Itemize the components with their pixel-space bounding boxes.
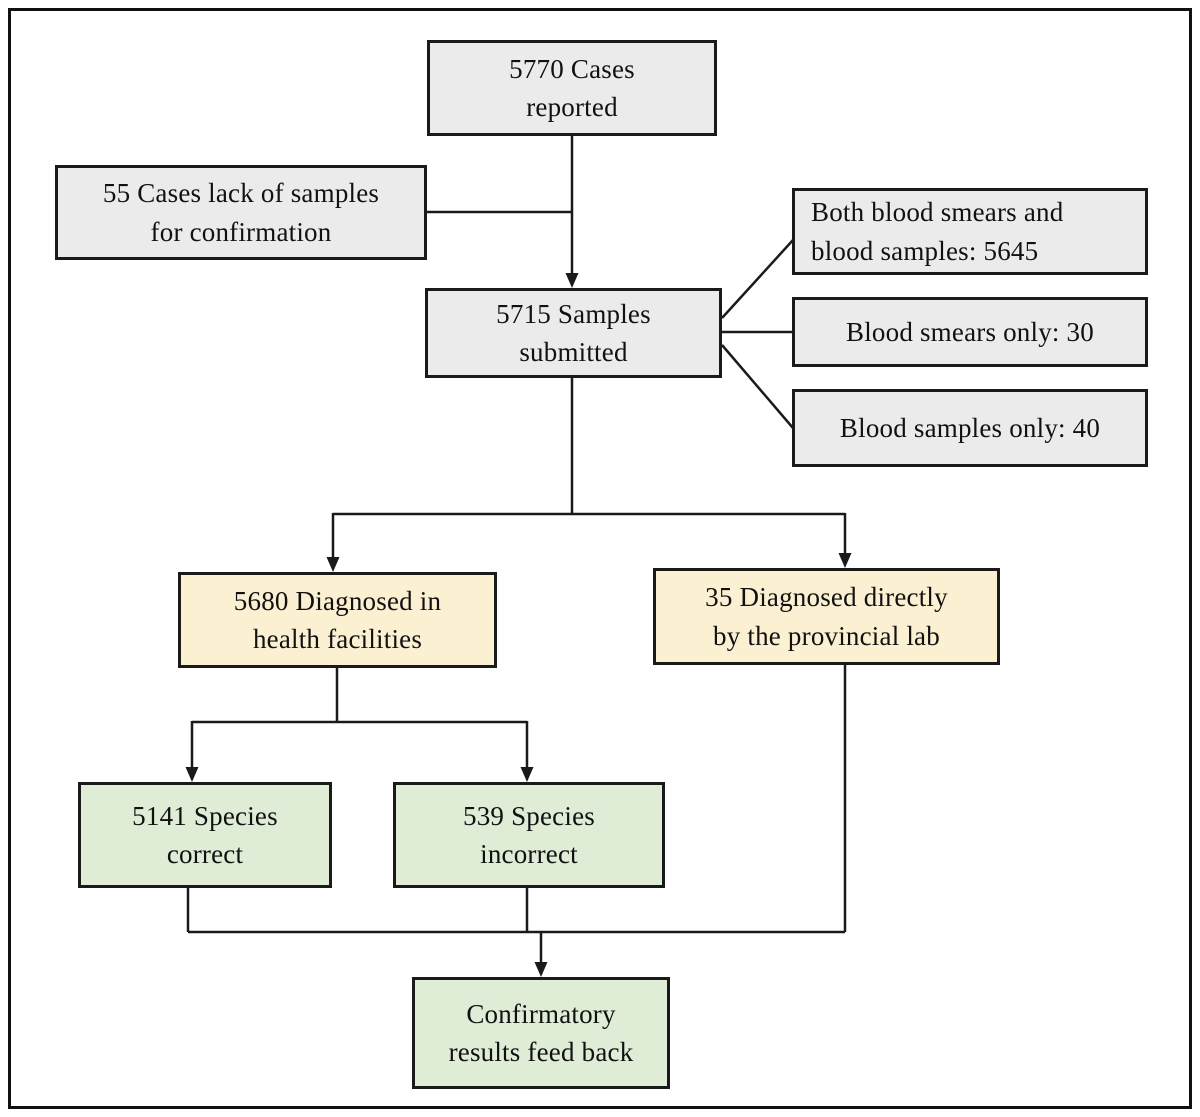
node-cases-reported: 5770 Cases reported: [427, 40, 717, 136]
node-label: Confirmatory: [466, 998, 616, 1029]
node-both-smears-and-samples: Both blood smears and blood samples: 564…: [792, 188, 1148, 275]
node-label: health facilities: [252, 624, 423, 654]
node-samples-only: Blood samples only: 40: [792, 389, 1148, 467]
node-species-incorrect: 539 Species incorrect: [393, 782, 665, 888]
arrowhead-feedback: [534, 962, 548, 977]
arrowhead-correct: [185, 767, 199, 782]
node-label: blood samples: 5645: [811, 235, 1039, 266]
node-label: 35 Diagnosed directly: [705, 582, 948, 613]
edge-fan-bottom: [721, 344, 794, 429]
arrowhead-facilities: [326, 557, 340, 572]
node-diagnosed-provincial-lab: 35 Diagnosed directly by the provincial …: [653, 568, 1000, 665]
node-species-correct: 5141 Species correct: [78, 782, 332, 888]
node-label: results feed back: [448, 1037, 634, 1067]
node-label: Blood samples only: 40: [839, 412, 1101, 443]
node-label: 55 Cases lack of samples: [102, 178, 380, 209]
node-label: Blood smears only: 30: [846, 316, 1094, 347]
node-label: for confirmation: [150, 216, 332, 247]
node-label: correct: [166, 839, 244, 869]
arrowhead-incorrect: [520, 767, 534, 782]
node-label: Both blood smears and: [811, 197, 1064, 228]
node-smears-only: Blood smears only: 30: [792, 297, 1148, 367]
edge-fan-top: [721, 239, 794, 319]
node-label: by the provincial lab: [713, 620, 940, 651]
node-label: 539 Species: [463, 800, 595, 831]
node-label: 5770 Cases: [509, 53, 635, 84]
arrowhead-samples: [565, 273, 579, 288]
node-confirmatory-feedback: Confirmatory results feed back: [412, 977, 670, 1089]
node-label: submitted: [519, 337, 628, 367]
node-label: 5141 Species: [132, 800, 278, 831]
node-samples-submitted: 5715 Samples submitted: [425, 288, 722, 378]
node-label: incorrect: [480, 839, 578, 869]
node-label: 5715 Samples: [496, 298, 651, 329]
node-label: 5680 Diagnosed in: [233, 585, 442, 616]
arrowhead-provincial: [838, 553, 852, 568]
node-lack-of-samples: 55 Cases lack of samples for confirmatio…: [55, 165, 427, 260]
node-label: reported: [526, 92, 618, 122]
node-diagnosed-facilities: 5680 Diagnosed in health facilities: [178, 572, 497, 668]
